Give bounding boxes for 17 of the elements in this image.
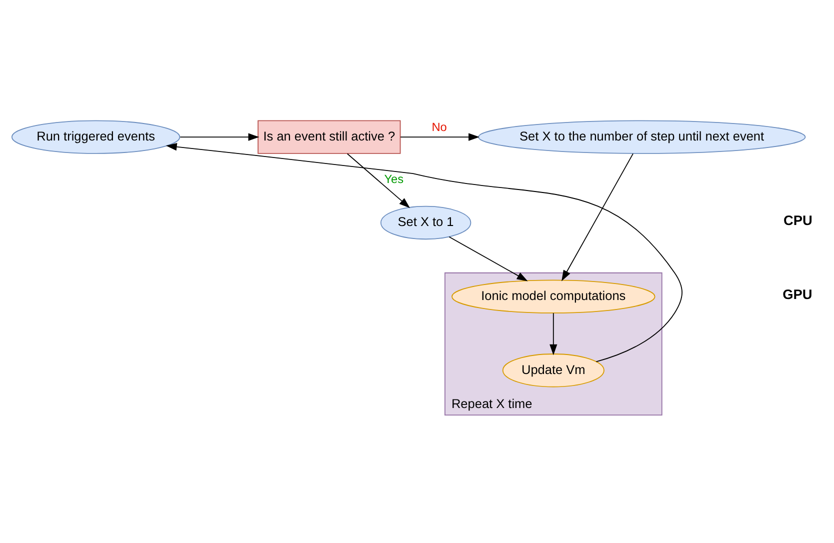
label: GPU [782, 286, 812, 302]
arrow [400, 133, 480, 141]
arrow [448, 236, 528, 282]
node-ellipse: Set X to the number of step until next event [478, 120, 806, 154]
label: CPU [784, 213, 812, 228]
node-ellipse: Run triggered events [11, 120, 180, 154]
arrow [166, 142, 682, 362]
edge-label: No [432, 120, 447, 134]
edge-label: Yes [384, 172, 404, 186]
arrow [550, 312, 558, 356]
arrow [180, 133, 260, 141]
arrow [346, 153, 410, 208]
node-ellipse: Set X to 1 [380, 206, 472, 240]
node-ellipse: Ionic model computations [452, 280, 656, 314]
node-ellipse: Update Vm [502, 354, 604, 388]
node-box: Is an event still active ? [258, 120, 401, 154]
arrow [562, 153, 634, 282]
